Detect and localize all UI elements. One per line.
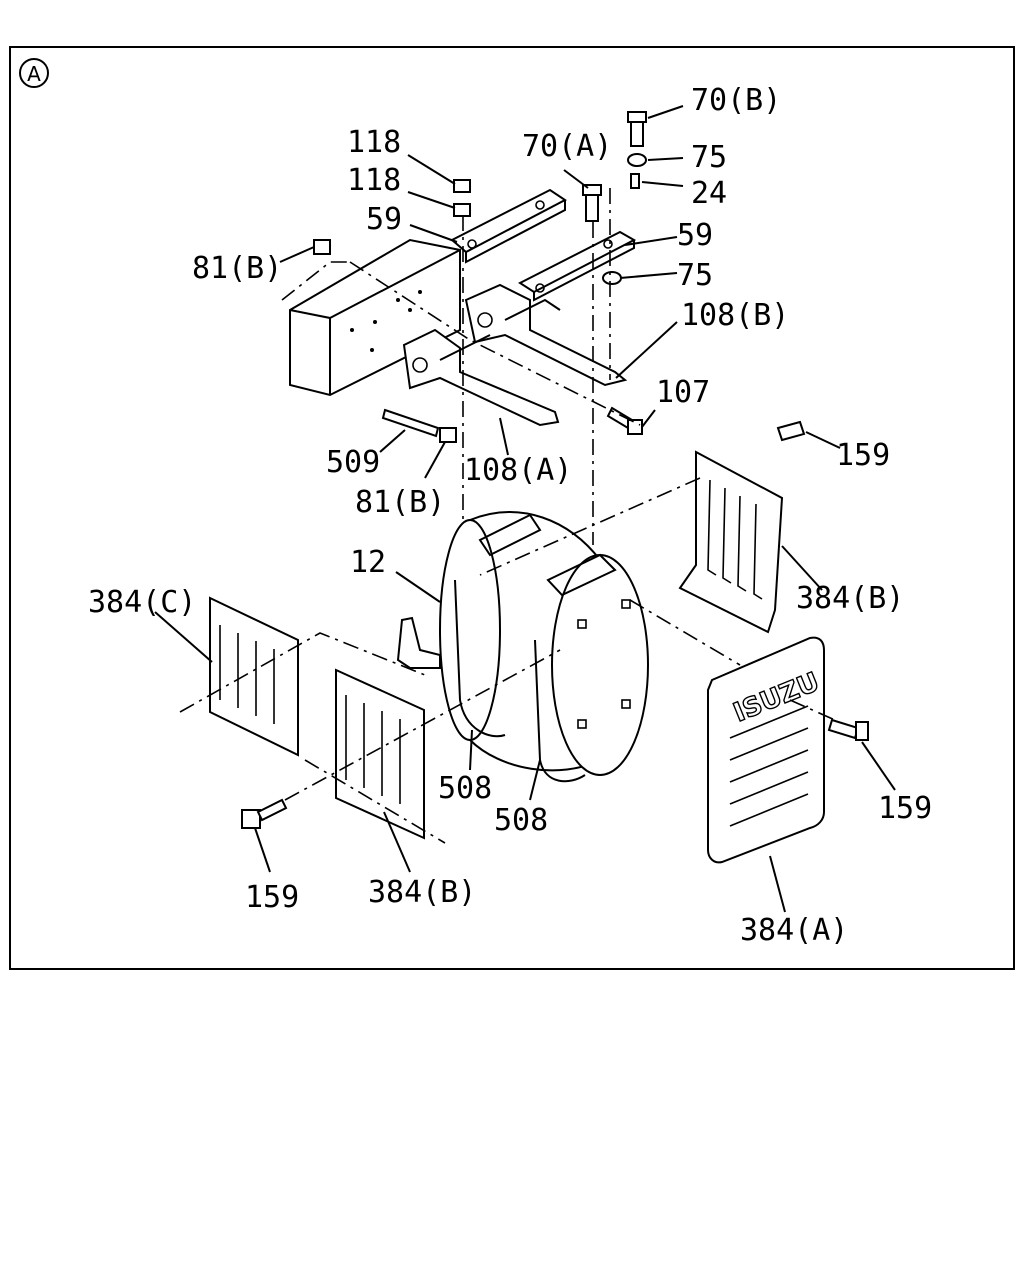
guard-384a: ISUZU [707, 636, 825, 864]
guard-384b-upper [678, 450, 784, 634]
bracket-108-a [402, 328, 560, 427]
callout-159-top: 159 [836, 438, 890, 473]
nut-81b-lower [439, 427, 457, 443]
callout-118-lower: 118 [347, 163, 401, 198]
washer-75-top [627, 153, 647, 167]
callout-59-right: 59 [677, 218, 713, 253]
nut-81b-top [313, 239, 331, 255]
callout-384a: 384(A) [740, 913, 848, 948]
callout-59-left: 59 [366, 202, 402, 237]
svg-text:A: A [27, 62, 41, 86]
guard-384b-lower [335, 668, 425, 840]
callout-159-right: 159 [878, 791, 932, 826]
callout-24: 24 [691, 176, 727, 211]
bolt-159-left [241, 798, 288, 829]
callout-107: 107 [656, 375, 710, 410]
bracket-59-left [450, 188, 567, 264]
pin-24 [630, 173, 640, 189]
guard-384c [209, 596, 299, 757]
washer-75-lower [602, 271, 622, 285]
callout-384c: 384(C) [88, 585, 196, 620]
callout-118-top: 118 [347, 125, 401, 160]
callout-508-right: 508 [494, 803, 548, 838]
callout-384b-lower: 384(B) [368, 875, 476, 910]
callout-108a: 108(A) [464, 453, 572, 488]
tank-12 [396, 511, 649, 783]
callout-384b-upper: 384(B) [796, 581, 904, 616]
view-marker: A [19, 58, 49, 88]
callout-75-lower: 75 [677, 258, 713, 293]
callout-509: 509 [326, 445, 380, 480]
bolt-107 [606, 406, 643, 435]
callout-159-left: 159 [245, 880, 299, 915]
bolt-159-right [827, 718, 869, 741]
leader-lines [154, 105, 896, 913]
callout-labels: 70(B) 75 24 70(A) 118 118 59 59 75 81(B)… [88, 83, 932, 948]
nut-118-top [453, 179, 471, 193]
nut-118-lower [453, 203, 471, 217]
bracket-108-b [464, 283, 628, 387]
bolt-70b [627, 111, 647, 147]
callout-81b-lower: 81(B) [355, 485, 445, 520]
callout-70a: 70(A) [522, 129, 612, 164]
diagram-frame [9, 46, 1015, 970]
stud-509 [381, 408, 440, 438]
bolt-159-top [776, 420, 806, 442]
bolt-70a [582, 184, 602, 222]
callout-12: 12 [350, 545, 386, 580]
frame-rail [281, 238, 461, 397]
callout-508-left: 508 [438, 771, 492, 806]
bracket-59-right [517, 230, 637, 302]
callout-108b: 108(B) [681, 298, 789, 333]
callout-81b-top: 81(B) [192, 251, 282, 286]
callout-75-top: 75 [691, 140, 727, 175]
callout-70b: 70(B) [691, 83, 781, 118]
